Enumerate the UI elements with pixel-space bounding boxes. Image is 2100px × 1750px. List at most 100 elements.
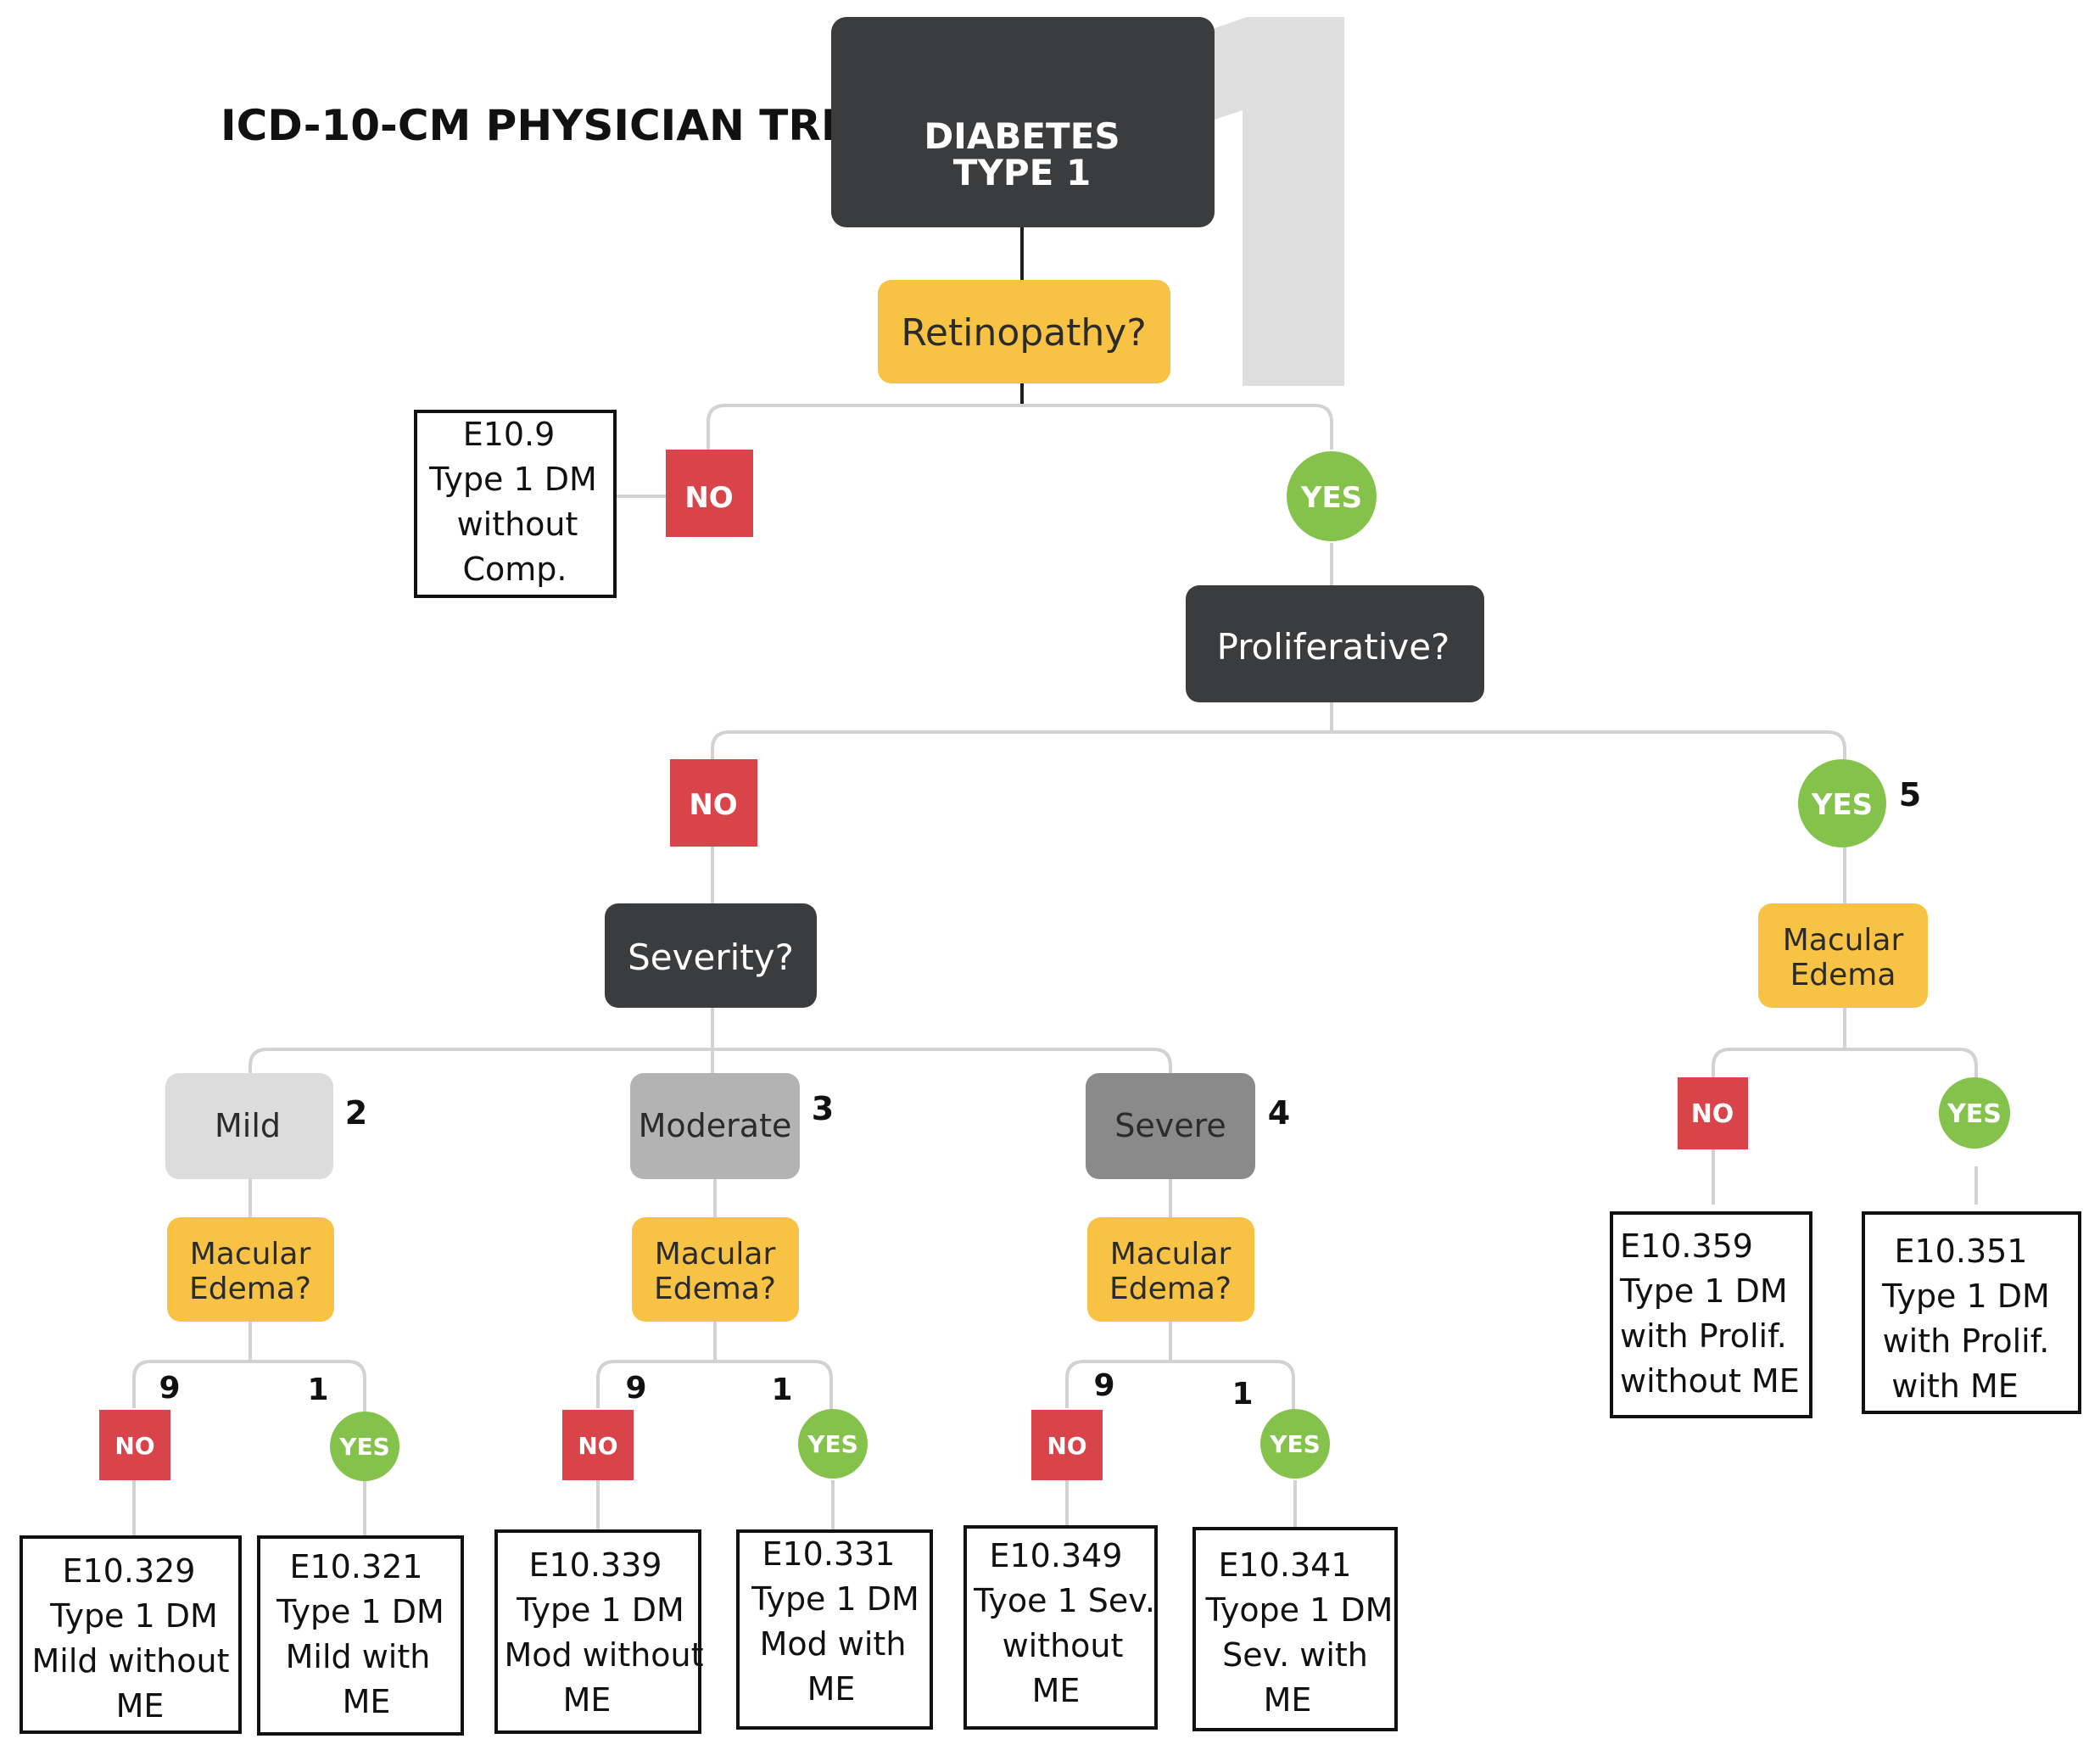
severity-moderate: Moderate [630, 1073, 800, 1179]
root-label-line2: TYPE 1 [953, 152, 1091, 193]
number-label-severe: 4 [1268, 1094, 1290, 1132]
code-e10-321-line2: Type 1 DM [276, 1593, 444, 1630]
number-label-moderate: 3 [812, 1090, 834, 1127]
code-box-e10-329: E10.329 Type 1 DM Mild without ME [20, 1535, 242, 1734]
answer-no-proliferative: NO [670, 759, 757, 847]
code-e10-359-line2: Type 1 DM [1619, 1272, 1788, 1310]
answer-no-label: NO [689, 788, 737, 822]
number-label-moderate-no: 9 [625, 1371, 646, 1406]
number-label-proliferative-yes: 5 [1899, 776, 1921, 813]
code-e10-9-line4: Comp. [463, 551, 567, 588]
code-e10-349-line3: without [1003, 1627, 1124, 1664]
code-e10-339-line4: ME [563, 1681, 612, 1719]
code-e10-339-line1: E10.339 [529, 1546, 662, 1584]
code-e10-349-line1: E10.349 [990, 1537, 1123, 1574]
code-e10-351-line2: Type 1 DM [1881, 1278, 2050, 1315]
answer-yes-retinopathy: YES [1287, 451, 1377, 541]
question-macular-edema-moderate: Macular Edema? [632, 1217, 799, 1322]
answer-yes-macular-moderate: YES [798, 1409, 868, 1479]
code-box-e10-351: E10.351 Type 1 DM with Prolif. with ME [1862, 1211, 2081, 1414]
code-e10-329-line2: Type 1 DM [49, 1597, 218, 1635]
code-box-e10-331: E10.331 Type 1 DM Mod with ME [736, 1529, 933, 1730]
question-macular-edema-proliferative: Macular Edema [1758, 903, 1928, 1008]
code-e10-339-line2: Type 1 DM [516, 1591, 684, 1629]
code-e10-359-line3: with Prolif. [1620, 1317, 1787, 1355]
answer-yes-label: YES [338, 1433, 390, 1461]
macular-edema-line1: Macular [655, 1237, 776, 1272]
code-e10-9-line1: E10.9 [463, 416, 556, 453]
code-box-e10-339: E10.339 Type 1 DM Mod without ME [494, 1529, 704, 1734]
severity-mild: Mild [165, 1073, 333, 1179]
answer-yes-label: YES [1300, 481, 1362, 515]
question-proliferative-label: Proliferative? [1217, 626, 1450, 668]
answer-yes-macular-severe: YES [1260, 1409, 1330, 1479]
answer-yes-macular-proliferative: YES [1939, 1077, 2010, 1149]
answer-yes-label: YES [1811, 788, 1873, 822]
macular-edema-line2: Edema? [654, 1272, 776, 1306]
answer-no-macular-proliferative: NO [1678, 1077, 1748, 1149]
question-severity: Severity? [605, 903, 817, 1008]
macular-edema-line2: Edema [1790, 958, 1896, 992]
macular-edema-line2: Edema? [1109, 1272, 1232, 1306]
answer-no-macular-mild: NO [99, 1410, 170, 1480]
code-e10-341-line3: Sev. with [1222, 1636, 1368, 1674]
macular-edema-line1: Macular [1110, 1237, 1232, 1272]
answer-no-label: NO [114, 1432, 154, 1460]
code-box-e10-341: E10.341 Tyope 1 DM Sev. with ME [1192, 1527, 1398, 1731]
code-e10-9-line2: Type 1 DM [428, 461, 597, 498]
code-e10-321-line4: ME [343, 1683, 391, 1720]
severity-mild-label: Mild [215, 1107, 281, 1144]
root-node-diabetes-type-1: DIABETES TYPE 1 [831, 17, 1215, 227]
number-label-mild: 2 [345, 1094, 367, 1132]
code-e10-351-line1: E10.351 [1895, 1233, 2028, 1270]
macular-edema-line2: Edema? [189, 1272, 311, 1306]
severity-severe-label: Severe [1114, 1107, 1226, 1144]
answer-no-retinopathy: NO [666, 450, 753, 537]
code-e10-331-line3: Mod with [760, 1625, 907, 1663]
code-e10-331-line4: ME [807, 1670, 856, 1708]
number-label-mild-no: 9 [159, 1371, 180, 1406]
connectors [132, 227, 1978, 1535]
root-label-line1: DIABETES [924, 115, 1120, 157]
code-e10-331-line1: E10.331 [762, 1535, 896, 1573]
answer-no-macular-moderate: NO [562, 1410, 634, 1480]
number-label-severe-yes: 1 [1232, 1377, 1253, 1412]
answer-yes-label: YES [1946, 1099, 2002, 1129]
number-label-severe-no: 9 [1093, 1368, 1114, 1403]
number-label-moderate-yes: 1 [771, 1373, 792, 1407]
answer-no-macular-severe: NO [1031, 1410, 1103, 1480]
answer-yes-label: YES [807, 1430, 858, 1458]
answer-yes-proliferative: YES [1798, 759, 1886, 847]
code-e10-339-line3: Mod without [504, 1636, 703, 1674]
answer-no-label: NO [684, 481, 733, 515]
code-box-e10-321: E10.321 Type 1 DM Mild with ME [257, 1535, 464, 1736]
question-macular-edema-mild: Macular Edema? [167, 1217, 334, 1322]
answer-yes-macular-mild: YES [330, 1412, 399, 1481]
code-box-e10-359: E10.359 Type 1 DM with Prolif. without M… [1610, 1211, 1812, 1418]
question-macular-edema-severe: Macular Edema? [1087, 1217, 1254, 1322]
code-e10-9-line3: without [457, 506, 578, 543]
code-e10-351-line3: with Prolif. [1883, 1322, 2050, 1360]
severity-severe: Severe [1086, 1073, 1255, 1179]
question-severity-label: Severity? [628, 937, 794, 978]
code-e10-341-line4: ME [1264, 1681, 1312, 1719]
code-e10-341-line1: E10.341 [1219, 1546, 1352, 1584]
answer-yes-label: YES [1269, 1430, 1321, 1458]
code-e10-359-line1: E10.359 [1620, 1227, 1753, 1265]
code-e10-329-line3: Mild without [32, 1642, 230, 1680]
code-e10-349-line4: ME [1032, 1672, 1081, 1709]
code-e10-321-line3: Mild with [286, 1638, 431, 1675]
code-e10-329-line4: ME [116, 1687, 165, 1725]
code-e10-359-line4: without ME [1620, 1362, 1800, 1400]
macular-edema-line1: Macular [190, 1237, 311, 1272]
code-e10-341-line2: Tyope 1 DM [1205, 1591, 1393, 1629]
answer-no-label: NO [1691, 1099, 1734, 1129]
code-e10-329-line1: E10.329 [63, 1552, 196, 1590]
code-e10-351-line4: with ME [1891, 1367, 2019, 1405]
code-box-e10-9: E10.9 Type 1 DM without Comp. [414, 410, 617, 598]
code-e10-331-line2: Type 1 DM [751, 1580, 919, 1618]
question-retinopathy: Retinopathy? [878, 280, 1170, 383]
code-e10-321-line1: E10.321 [290, 1548, 423, 1585]
question-proliferative: Proliferative? [1186, 585, 1484, 702]
